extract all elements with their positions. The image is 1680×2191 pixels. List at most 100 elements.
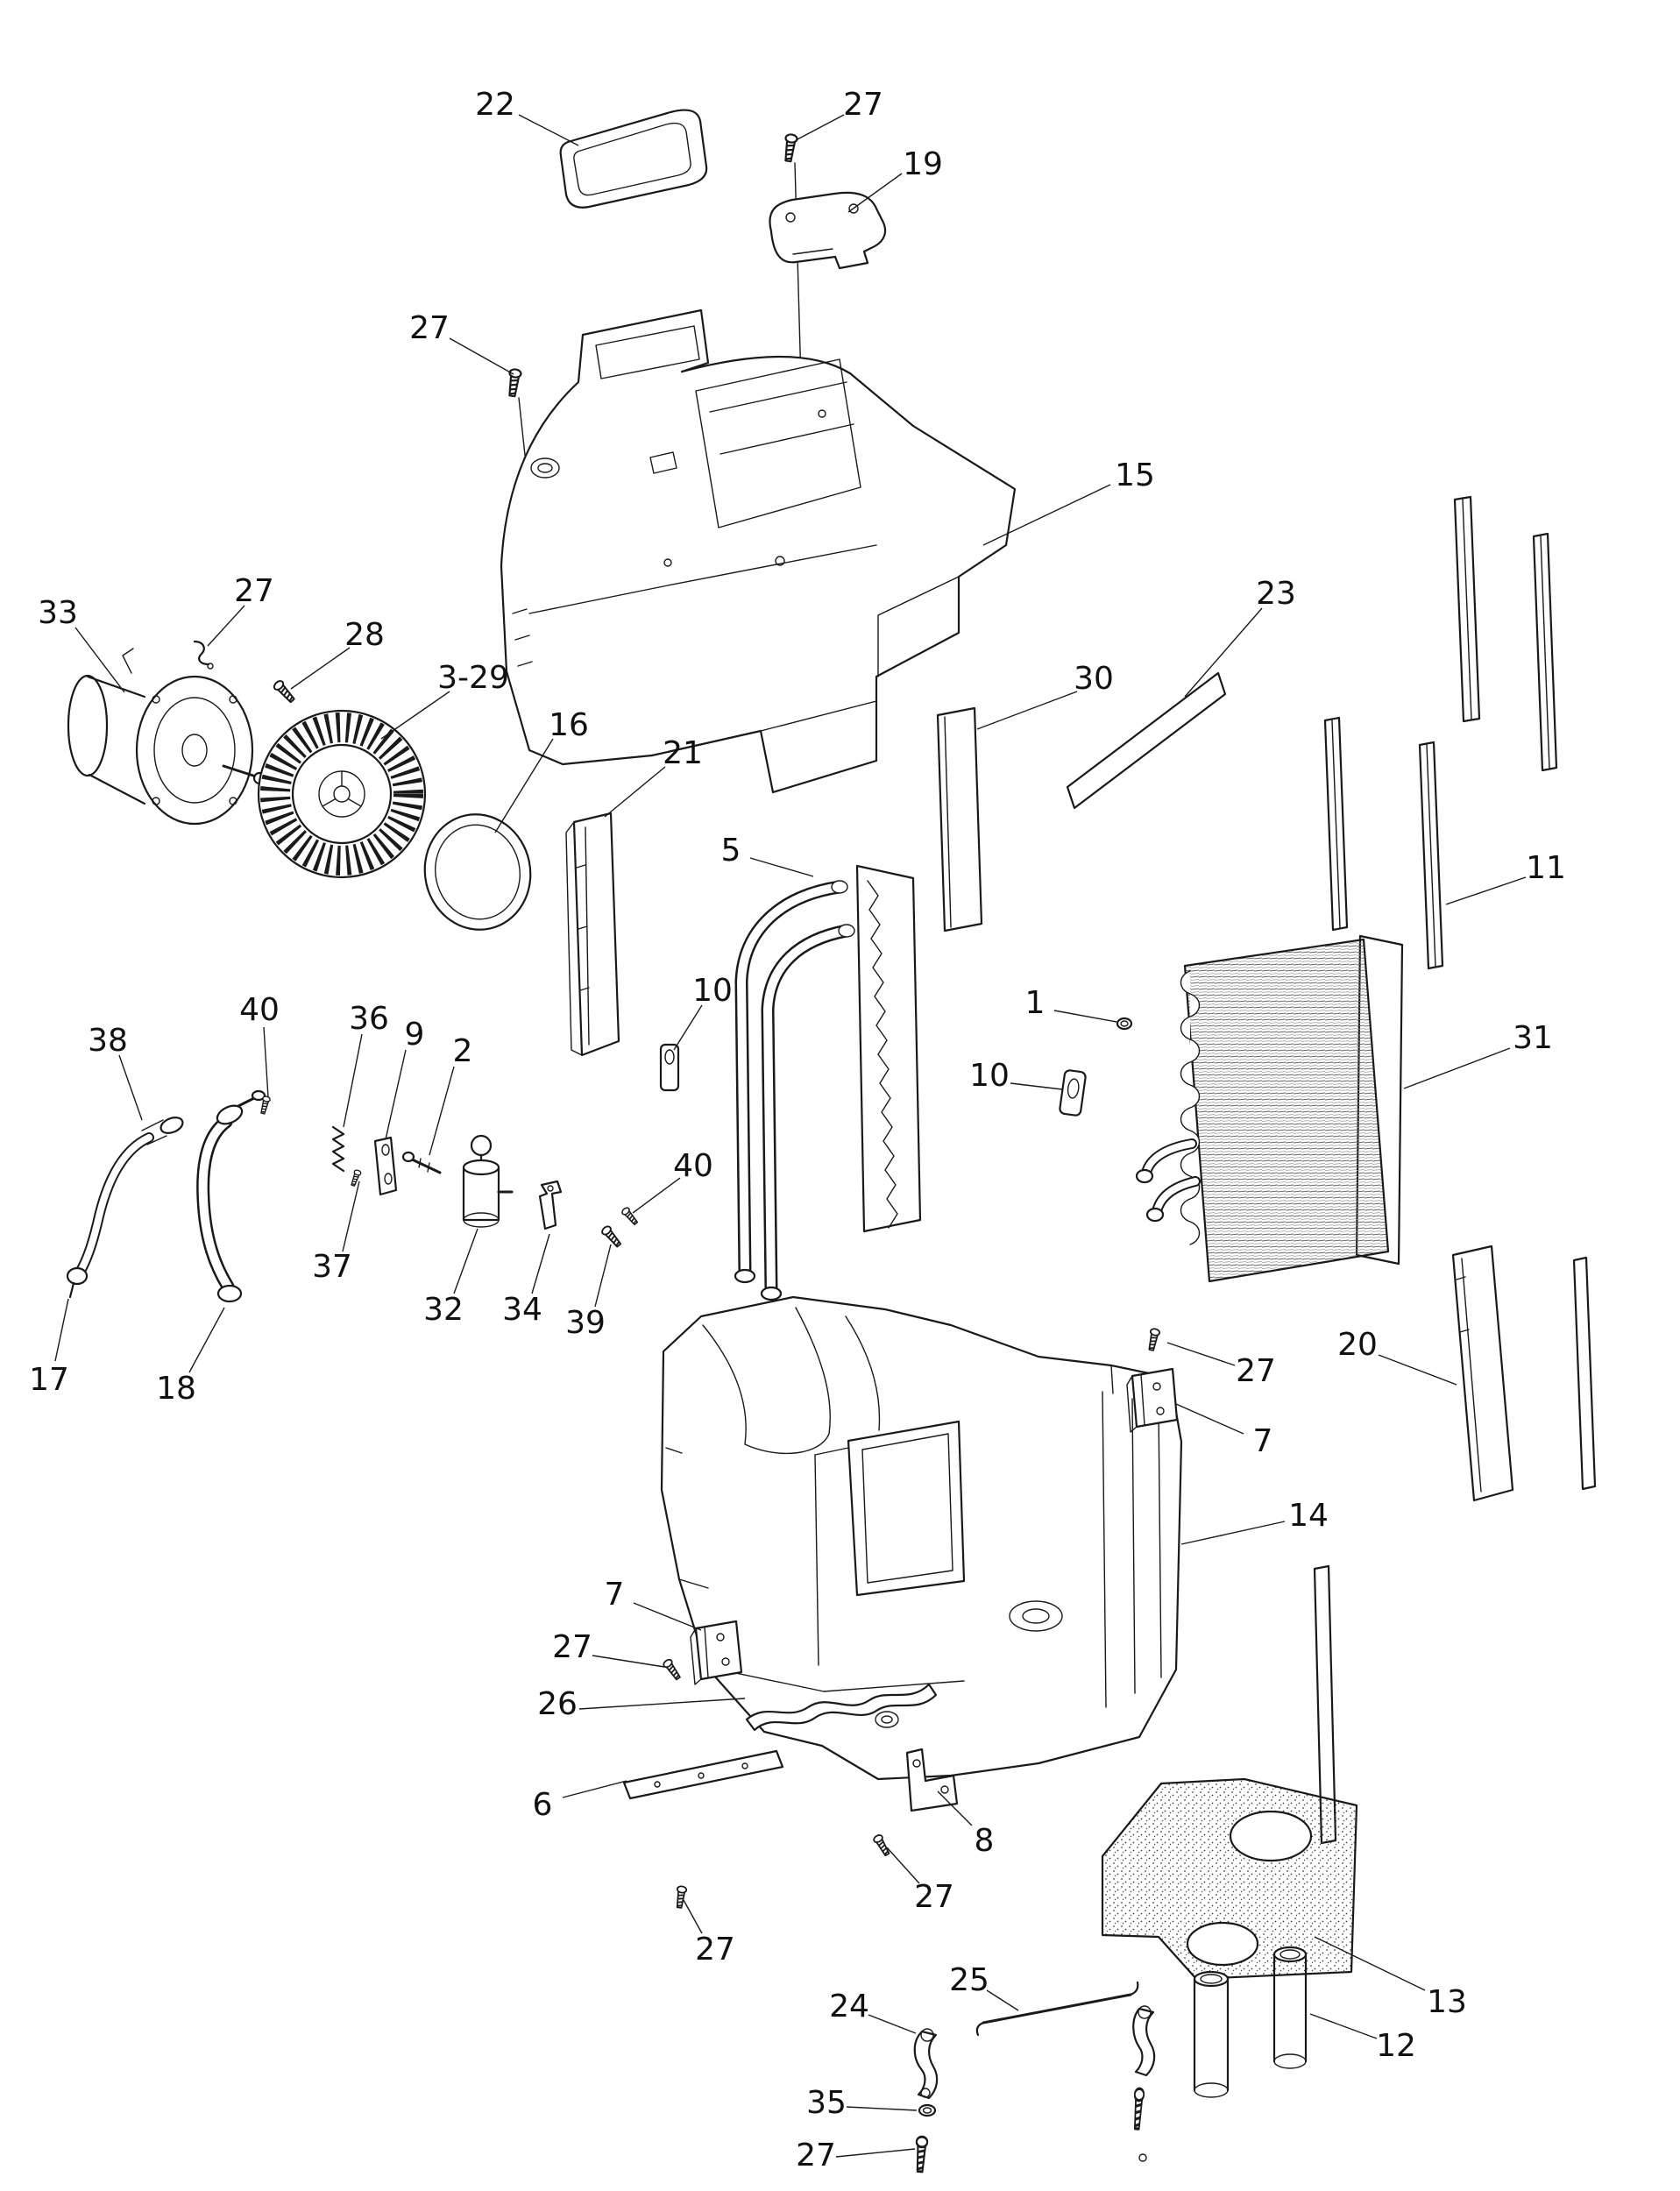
callout-label-1: 1 — [1025, 985, 1046, 1021]
callout-leader-32 — [453, 1228, 478, 1294]
callout-leader-22 — [518, 114, 579, 146]
callout-leader-14 — [1180, 1521, 1286, 1545]
callout-label-12: 12 — [1376, 2028, 1416, 2064]
callout-label-28: 28 — [344, 617, 385, 653]
callout-leader-38 — [118, 1054, 143, 1121]
strip-30 — [936, 706, 983, 932]
tube-12 — [1193, 1970, 1230, 2098]
callout-leader-6 — [562, 1780, 627, 1798]
callout-label-24: 24 — [829, 1989, 869, 2024]
bracket-8 — [905, 1748, 959, 1812]
callout-label-27: 27 — [409, 310, 450, 346]
callout-label-30: 30 — [1074, 661, 1114, 697]
callout-leader-13 — [1314, 1936, 1426, 1991]
clip-27 — [193, 640, 214, 670]
callout-leader-5 — [749, 857, 814, 877]
panel-21 — [565, 812, 620, 1057]
callout-leader-27 — [683, 1899, 703, 1934]
callout-leader-37 — [342, 1181, 360, 1252]
screw-27-bracket-8 — [871, 1833, 892, 1858]
callout-label-37: 37 — [312, 1249, 352, 1285]
callout-label-23: 23 — [1256, 576, 1296, 612]
callout-leader-28 — [290, 647, 351, 690]
callout-label-27: 27 — [234, 573, 274, 609]
callout-leader-9 — [385, 1049, 407, 1140]
screw-39 — [599, 1223, 624, 1250]
callout-leader-25 — [986, 1989, 1019, 2011]
callout-label-21: 21 — [663, 735, 703, 771]
callout-leader-1 — [1053, 1010, 1117, 1023]
callout-label-10: 10 — [969, 1058, 1010, 1094]
callout-leader-40 — [632, 1177, 681, 1214]
callout-leader-36 — [343, 1033, 363, 1128]
panel-20 — [1451, 1244, 1514, 1502]
callout-leader-24 — [868, 2014, 917, 2034]
bracket-10-left — [659, 1043, 680, 1092]
callout-leader-18 — [188, 1307, 225, 1373]
lever-24 — [913, 2028, 939, 2100]
callout-label-22: 22 — [475, 87, 515, 123]
callout-label-13: 13 — [1427, 1984, 1467, 2020]
callout-label-26: 26 — [537, 1686, 578, 1722]
callout-label-8: 8 — [975, 1823, 995, 1859]
callout-leader-20 — [1378, 1354, 1457, 1386]
screw-28 — [271, 678, 297, 706]
suction-pipe-38-17 — [66, 1117, 184, 1299]
callout-label-27: 27 — [552, 1629, 592, 1665]
spring-36 — [331, 1125, 345, 1173]
callout-label-27: 27 — [1236, 1353, 1276, 1389]
callout-leader-31 — [1403, 1047, 1511, 1089]
strip-6 — [622, 1749, 784, 1800]
callout-label-7: 7 — [605, 1577, 625, 1613]
lower-housing-14 — [660, 1295, 1183, 1781]
callout-leader-12 — [1309, 2013, 1378, 2039]
callout-leader-7 — [633, 1602, 702, 1631]
callout-leader-10 — [1010, 1082, 1063, 1090]
upper-housing-15 — [500, 308, 1017, 794]
callout-leader-27 — [886, 1847, 920, 1884]
screw-27-upper-left — [505, 367, 528, 472]
callout-label-14: 14 — [1288, 1498, 1329, 1534]
plate-23 — [1066, 671, 1227, 810]
callout-label-33: 33 — [38, 595, 78, 631]
callout-label-32: 32 — [423, 1292, 464, 1328]
washer-35 — [918, 2103, 937, 2117]
foam-panel-13 — [1101, 1777, 1358, 1981]
callout-leader-17 — [54, 1298, 69, 1362]
screw-40-right — [620, 1205, 640, 1227]
callout-label-31: 31 — [1513, 1020, 1553, 1056]
callout-label-7: 7 — [1253, 1423, 1273, 1459]
ring-16 — [423, 813, 532, 931]
callout-label-36: 36 — [349, 1001, 389, 1037]
blower-motor-33 — [67, 648, 266, 826]
callout-leader-26 — [578, 1698, 746, 1710]
callout-label-10: 10 — [692, 973, 733, 1009]
seal-22 — [559, 109, 708, 209]
callout-leader-10 — [673, 1004, 703, 1051]
callout-leader-27 — [449, 337, 514, 375]
lever-right — [1132, 2005, 1156, 2077]
callout-leader-27 — [207, 605, 245, 647]
callout-label-9: 9 — [405, 1017, 425, 1053]
callout-label-17: 17 — [29, 1362, 69, 1398]
callout-leader-15 — [982, 484, 1111, 546]
callout-leader-30 — [976, 691, 1078, 730]
control-rod-25 — [975, 1981, 1139, 2037]
callout-leader-40 — [263, 1026, 269, 1098]
nut-1 — [1116, 1017, 1133, 1031]
pin-37 — [349, 1168, 363, 1188]
callout-label-5: 5 — [721, 833, 741, 869]
callout-label-3-29: 3-29 — [437, 660, 509, 696]
callout-leader-7 — [1175, 1403, 1244, 1435]
callout-leader-35 — [846, 2106, 918, 2111]
callout-label-16: 16 — [549, 707, 589, 743]
screw-27-strip-6 — [674, 1884, 688, 1910]
bracket-9 — [373, 1136, 398, 1196]
bracket-10-right — [1059, 1069, 1087, 1117]
callout-leader-11 — [1445, 876, 1527, 905]
actuator-19 — [769, 191, 887, 270]
callout-label-40: 40 — [239, 992, 280, 1028]
